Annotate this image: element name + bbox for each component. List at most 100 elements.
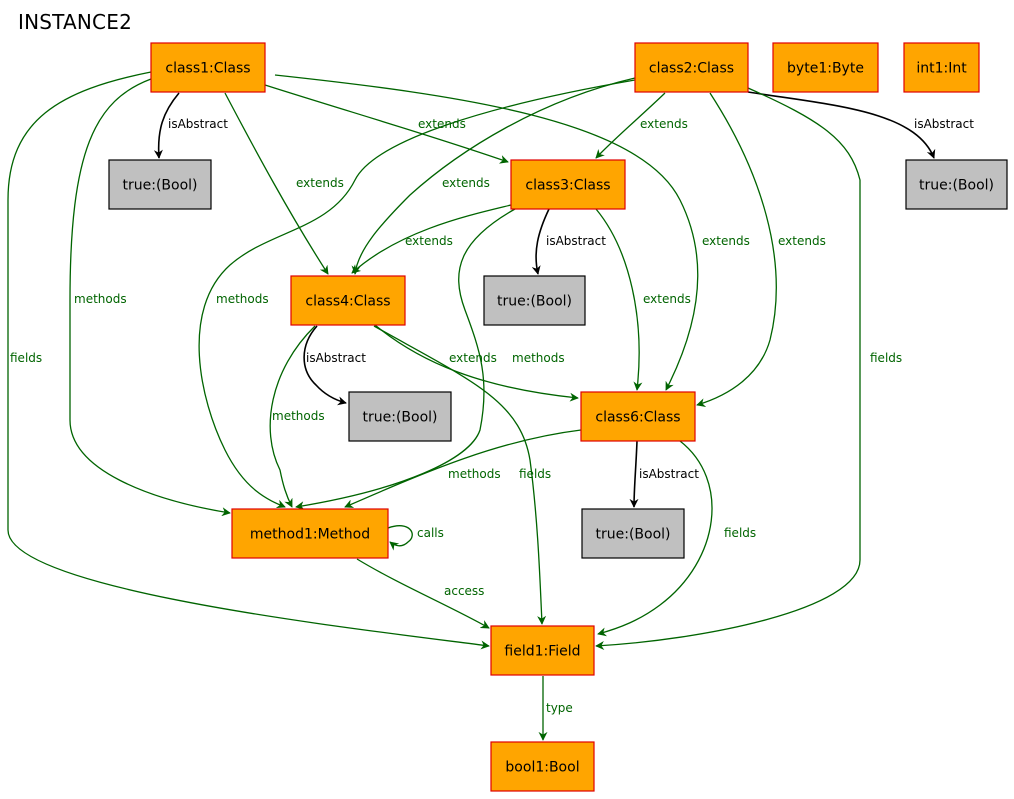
edge-class2-extends-class6: extends — [696, 92, 826, 407]
edge-label: isAbstract — [306, 351, 366, 365]
edge-line — [224, 92, 329, 275]
edge-label: isAbstract — [546, 234, 606, 248]
node-byte1[interactable]: byte1:Byte — [772, 42, 879, 93]
node-bool1[interactable]: bool1:Bool — [490, 741, 595, 792]
edge-line — [356, 558, 490, 629]
object-box[interactable] — [772, 42, 879, 93]
edge-label: extends — [778, 234, 826, 248]
edge-line — [374, 324, 579, 402]
edge-line — [264, 84, 509, 164]
edge-label: methods — [74, 292, 127, 306]
value-box[interactable] — [348, 391, 452, 442]
node-class3[interactable]: class3:Class — [510, 159, 626, 210]
edge-line — [269, 325, 316, 508]
node-label: class3:Class — [525, 178, 610, 194]
edge-class3-extends-class6: extends — [595, 208, 691, 391]
node-class2[interactable]: class2:Class — [634, 42, 749, 93]
value-box[interactable] — [108, 159, 212, 210]
node-label: int1:Int — [916, 61, 967, 77]
node-class1[interactable]: class1:Class — [150, 42, 266, 93]
edge-class2-methods-method1: methods — [198, 79, 636, 509]
edge-line — [595, 92, 666, 159]
edge-class1-methods-method1: methods — [69, 78, 231, 517]
edge-class4-methods-method1: methods — [269, 325, 325, 508]
edge-class1-fields-field1: fields — [7, 71, 490, 650]
edge-class2-extends-class3: extends — [595, 92, 688, 159]
node-label: true:(Bool) — [363, 410, 438, 426]
edge-class3-extends-class4: extends — [351, 204, 512, 274]
edge-method1-access-field1: access — [356, 558, 490, 629]
edge-line — [69, 78, 231, 517]
edge-label: type — [546, 701, 573, 715]
edge-class1-extends-class4: extends — [224, 92, 344, 275]
edge-class2-extends-class4: extends — [351, 77, 636, 275]
edge-label: extends — [405, 234, 453, 248]
edge-line — [747, 91, 936, 159]
node-true5[interactable]: true:(Bool) — [581, 508, 685, 559]
edge-label: extends — [442, 176, 490, 190]
edge-class1-extends-class6: extends — [274, 74, 750, 391]
node-label: class1:Class — [165, 61, 250, 77]
edge-label: methods — [512, 351, 565, 365]
edge-line — [274, 74, 699, 391]
edge-class4-fields-field1: fields — [373, 325, 551, 625]
object-box[interactable] — [290, 275, 406, 326]
edge-class4-extends-class6: extends — [374, 324, 579, 402]
edge-line — [351, 204, 512, 274]
edge-label: isAbstract — [639, 467, 699, 481]
object-box[interactable] — [231, 508, 389, 559]
edge-line — [198, 79, 636, 509]
object-box[interactable] — [510, 159, 626, 210]
node-label: class2:Class — [649, 61, 734, 77]
node-true1[interactable]: true:(Bool) — [108, 159, 212, 210]
object-box[interactable] — [580, 391, 696, 442]
object-box[interactable] — [490, 625, 595, 676]
edge-label: extends — [449, 351, 497, 365]
edge-label: fields — [519, 467, 551, 481]
edge-line — [373, 325, 547, 625]
edge-label: fields — [10, 351, 42, 365]
edge-label: extends — [643, 292, 691, 306]
node-field1[interactable]: field1:Field — [490, 625, 595, 676]
edge-line — [153, 92, 180, 159]
edge-line — [531, 208, 550, 275]
node-true4[interactable]: true:(Bool) — [348, 391, 452, 442]
node-class4[interactable]: class4:Class — [290, 275, 406, 326]
edge-method1-calls-method1: calls — [387, 525, 444, 551]
edge-class4-isAbstract-true4: isAbstract — [303, 325, 366, 406]
value-box[interactable] — [905, 159, 1008, 210]
node-label: method1:Method — [250, 527, 370, 543]
edge-label: methods — [448, 467, 501, 481]
edge-line — [344, 429, 582, 508]
object-box[interactable] — [150, 42, 266, 93]
diagram-title: INSTANCE2 — [18, 10, 132, 34]
edge-line — [595, 208, 643, 391]
node-label: true:(Bool) — [497, 294, 572, 310]
edge-label: calls — [417, 526, 444, 540]
node-true2[interactable]: true:(Bool) — [905, 159, 1008, 210]
node-class6[interactable]: class6:Class — [580, 391, 696, 442]
node-int1[interactable]: int1:Int — [903, 42, 980, 93]
edge-line — [595, 87, 861, 651]
edge-class1-isAbstract-true1: isAbstract — [153, 92, 228, 159]
edge-field1-type-bool1: type — [538, 676, 573, 741]
edge-label: extends — [640, 117, 688, 131]
node-label: class4:Class — [305, 294, 390, 310]
edge-line — [597, 440, 713, 637]
node-method1[interactable]: method1:Method — [231, 508, 389, 559]
object-box[interactable] — [490, 741, 595, 792]
edge-class1-extends-class3: extends — [264, 84, 509, 164]
value-box[interactable] — [483, 275, 586, 326]
edge-class2-fields-field1: fields — [595, 87, 902, 651]
node-label: true:(Bool) — [123, 178, 198, 194]
edge-class6-isAbstract-true5: isAbstract — [629, 440, 699, 508]
object-box[interactable] — [903, 42, 980, 93]
edge-label: extends — [702, 234, 750, 248]
object-box[interactable] — [634, 42, 749, 93]
edge-label: isAbstract — [168, 117, 228, 131]
value-box[interactable] — [581, 508, 685, 559]
node-true3[interactable]: true:(Bool) — [483, 275, 586, 326]
edge-line — [7, 71, 490, 650]
edge-class2-isAbstract-true2: isAbstract — [747, 91, 974, 159]
